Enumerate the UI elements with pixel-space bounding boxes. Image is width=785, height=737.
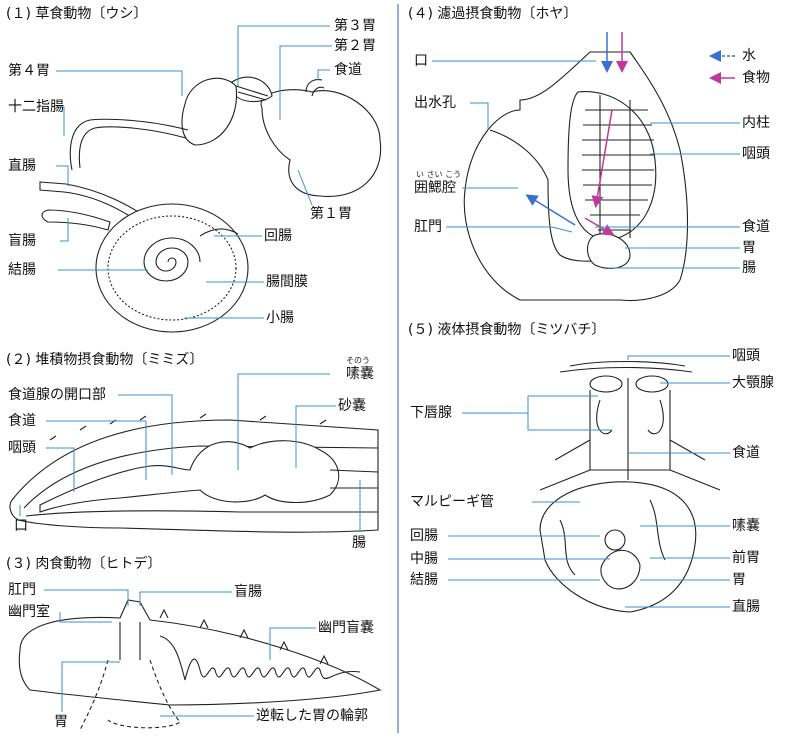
label-malpighian-tubules: マルピーギ管 [410,494,494,510]
label-stomach-2: 第２胃 [334,38,376,54]
label-gizzard: 砂嚢 [338,398,366,414]
legend-food: 食物 [742,70,770,86]
label-stomach-bee: 胃 [732,572,746,588]
sea-squirt-drawing [463,32,735,301]
label-mouth-squirt: 口 [414,53,428,69]
label-pyloric-chamber: 幽門室 [8,604,50,620]
label-anus-starfish: 肛門 [8,582,36,598]
label-intestine-squirt: 腸 [742,260,756,276]
label-crop-bee: 嗉嚢 [732,518,760,534]
label-stomach-4: 第４胃 [8,63,50,79]
panel-title-honeybee: (５) 液体摂食動物〔ミツバチ〕 [408,322,606,338]
label-cecum-starfish: 盲腸 [234,584,262,600]
starfish-drawing [18,599,382,731]
label-ileum: 回腸 [264,228,292,244]
honeybee-drawing [539,360,721,613]
label-pyloric-cecum: 幽門盲嚢 [318,620,374,636]
earthworm-drawing [9,413,379,533]
label-ileum-bee: 回腸 [410,528,438,544]
label-stomach-1: 第１胃 [310,206,352,222]
legend-water: 水 [742,48,756,64]
label-esophageal-gland-opening: 食道腺の開口部 [8,387,106,403]
label-proventriculus: 前胃 [732,550,760,566]
panel-title-earthworm: (２) 堆積物摂食動物〔ミミズ〕 [6,352,204,368]
label-endostyle: 内柱 [742,115,770,131]
panel-title-starfish: (３) 肉食動物〔ヒトデ〕 [6,556,162,572]
label-anus-squirt: 肛門 [414,219,442,235]
ruby-atrium: い さい こう [416,170,462,179]
label-atrium: 囲鰓腔 [414,180,456,196]
cow-digestive-drawing [39,76,382,333]
label-stomach-3: 第３胃 [334,18,376,34]
label-pharynx-worm: 咽頭 [8,440,36,456]
label-everted-stomach: 逆転した胃の輪郭 [256,708,368,724]
label-midgut: 中腸 [410,551,438,567]
label-mandibular-gland: 大顎腺 [732,375,774,391]
label-pharynx-squirt: 咽頭 [742,146,770,162]
leader-lines [19,25,740,717]
label-hypopharyngeal-gland: 下唇腺 [410,405,452,421]
panel-title-cow: (１) 草食動物〔ウシ〕 [6,6,148,22]
label-colon-bee: 結腸 [410,572,438,588]
label-esophagus: 食道 [334,62,362,78]
label-duodenum: 十二指腸 [8,99,64,115]
label-mouth-worm: 口 [14,518,28,534]
ruby-crop: そのう [346,356,370,365]
label-intestine-worm: 腸 [352,535,366,551]
label-esophagus-bee: 食道 [732,445,760,461]
label-small-intestine: 小腸 [266,310,294,326]
label-crop: 嗉嚢 [346,366,374,382]
label-stomach-squirt: 胃 [742,240,756,256]
label-siphon: 出水孔 [414,95,456,111]
label-esophagus-squirt: 食道 [742,219,770,235]
label-stomach-starfish: 胃 [54,714,68,730]
label-rectum: 直腸 [8,158,36,174]
label-rectum-bee: 直腸 [732,599,760,615]
label-colon: 結腸 [8,262,36,278]
panel-title-sea-squirt: (４) 濾過摂食動物〔ホヤ〕 [408,6,578,22]
label-mesentery: 腸間膜 [266,274,308,290]
label-pharynx-bee: 咽頭 [732,348,760,364]
label-cecum: 盲腸 [8,233,36,249]
label-esophagus-worm: 食道 [8,413,36,429]
